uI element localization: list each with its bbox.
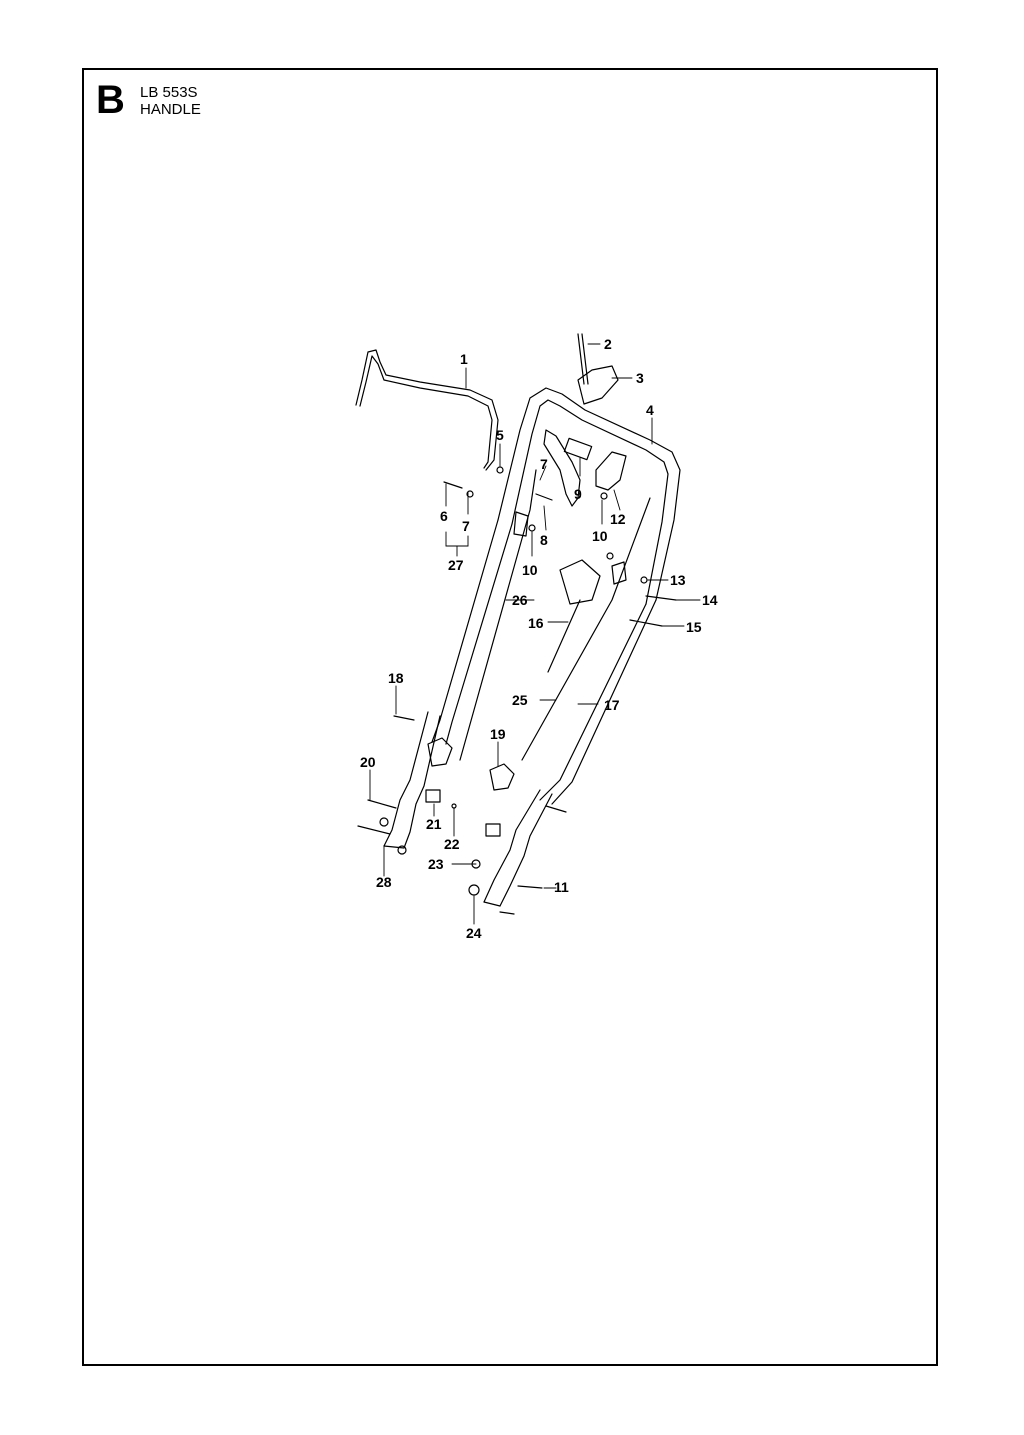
callout-11: 11 — [554, 879, 569, 895]
part-lever-9 — [543, 429, 593, 507]
callout-13: 13 — [670, 572, 686, 588]
diagram-title: HANDLE — [140, 101, 201, 118]
callout-15: 15 — [686, 619, 702, 635]
callout-24: 24 — [466, 925, 482, 941]
leader-lines — [369, 343, 701, 925]
callout-10a: 10 — [592, 528, 608, 544]
part-block-21 — [425, 789, 441, 803]
part-upper-handle — [497, 387, 681, 605]
part-cover-3 — [577, 365, 619, 405]
part-clip — [611, 561, 627, 585]
cable-25 — [521, 497, 651, 761]
part-bolts — [357, 466, 677, 915]
callout-5: 5 — [496, 427, 504, 443]
callout-23: 23 — [428, 856, 444, 872]
part-clamp-8 — [513, 511, 529, 537]
section-letter: B — [96, 78, 125, 122]
callout-6: 6 — [440, 508, 448, 524]
callout-4: 4 — [646, 402, 654, 418]
callout-17: 17 — [604, 697, 620, 713]
callout-3: 3 — [636, 370, 644, 386]
callout-7b: 7 — [462, 518, 470, 534]
part-left-lower-tube — [383, 519, 513, 849]
callout-labels: 1 2 3 4 5 6 7 7 8 9 10 10 11 12 13 14 15… — [360, 336, 718, 941]
callout-14: 14 — [702, 592, 718, 608]
callout-2: 2 — [604, 336, 612, 352]
model-name: LB 553S — [140, 84, 198, 101]
cable-26 — [459, 469, 537, 761]
callout-8: 8 — [540, 532, 548, 548]
callout-28: 28 — [376, 874, 392, 890]
callout-10b: 10 — [522, 562, 538, 578]
callout-19: 19 — [490, 726, 506, 742]
part-rod-16 — [547, 599, 581, 673]
callout-9: 9 — [574, 486, 582, 502]
callout-25: 25 — [512, 692, 528, 708]
callout-16: 16 — [528, 615, 544, 631]
part-cover-12 — [595, 451, 627, 491]
part-control-housing — [559, 559, 601, 605]
part-screw-2 — [577, 333, 589, 385]
callout-18: 18 — [388, 670, 404, 686]
part-right-lower-tube — [483, 599, 657, 907]
callout-21: 21 — [426, 816, 442, 832]
callout-27: 27 — [448, 557, 464, 573]
part-block-right — [485, 823, 501, 837]
callout-7a: 7 — [540, 456, 548, 472]
part-bail-lever — [355, 349, 499, 471]
part-knob-19 — [489, 763, 515, 791]
callout-22: 22 — [444, 836, 460, 852]
callout-1: 1 — [460, 351, 468, 367]
callout-12: 12 — [610, 511, 626, 527]
page-frame — [82, 68, 938, 1366]
callout-20: 20 — [360, 754, 376, 770]
callout-26: 26 — [512, 592, 528, 608]
part-knob-left — [427, 737, 453, 767]
